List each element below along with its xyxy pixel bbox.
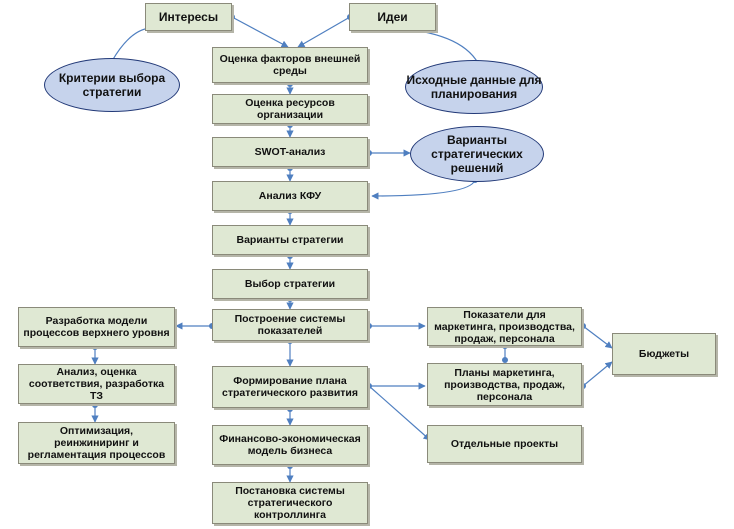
connector-ideas-to-external — [297, 16, 351, 48]
node-resources: Оценка ресурсов организации — [212, 94, 368, 124]
node-dev-plan: Формирование плана стратегического разви… — [212, 366, 368, 408]
node-plans-dept: Планы маркетинга, производства, продаж, … — [427, 363, 582, 406]
node-controlling: Постановка системы стратегического контр… — [212, 482, 368, 524]
node-strategy-choice: Выбор стратегии — [212, 269, 368, 299]
ellipse-variants-solutions: Варианты стратегических решений — [410, 126, 544, 182]
connector-initial-to-ideas — [391, 27, 479, 64]
node-external-factors: Оценка факторов внешней среды — [212, 47, 368, 83]
node-indicator-system: Построение системы показателей — [212, 309, 368, 341]
node-interests: Интересы — [145, 3, 232, 31]
node-indicators-dept: Показатели для маркетинга, производства,… — [427, 307, 582, 346]
connector-interests-to-external — [231, 16, 289, 48]
node-fin-model: Финансово-экономическая модель бизнеса — [212, 425, 368, 465]
node-analysis-tz: Анализ, оценка соответствия, разработка … — [18, 364, 175, 404]
node-top-model: Разработка модели процессов верхнего уро… — [18, 307, 175, 347]
node-separate-projects: Отдельные проекты — [427, 425, 582, 463]
connector-criteria-to-interests — [111, 27, 151, 62]
node-budgets: Бюджеты — [612, 333, 716, 375]
node-swot: SWOT-анализ — [212, 137, 368, 167]
node-kfu: Анализ КФУ — [212, 181, 368, 211]
node-optimization: Оптимизация, реинжиниринг и регламентаци… — [18, 422, 175, 464]
ellipse-criteria: Критерии выбора стратегии — [44, 58, 180, 112]
node-ideas: Идеи — [349, 3, 436, 31]
ellipse-initial-data: Исходные данные для планирования — [405, 60, 543, 114]
node-strategy-variants: Варианты стратегии — [212, 225, 368, 255]
